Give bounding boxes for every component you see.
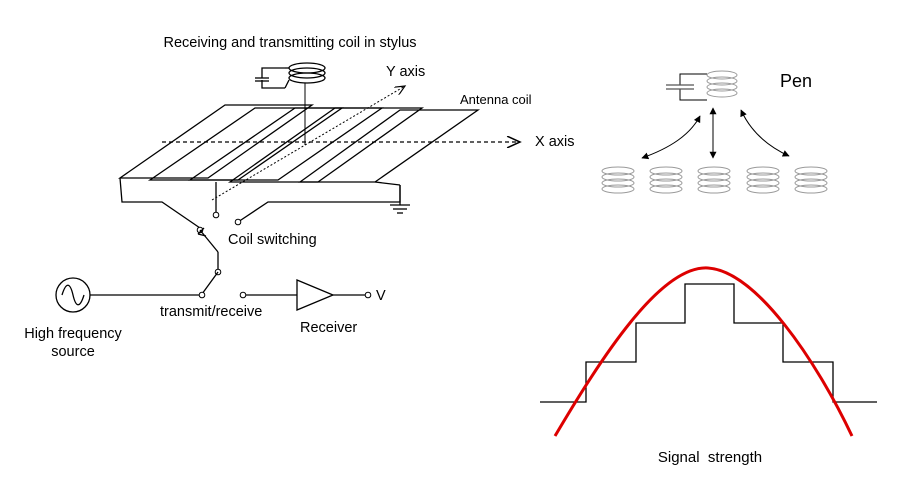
ground-icon (390, 185, 410, 214)
pen-label: Pen (780, 71, 812, 91)
antenna-coil-grid (117, 104, 481, 229)
tablet-coil-icon (601, 166, 635, 194)
antenna-loop-2 (147, 107, 345, 181)
signal-strength-label: Signal strength (658, 449, 762, 466)
pen-arrow-right (740, 109, 790, 157)
axes-group: X axis Y axis Antenna coil (162, 64, 575, 201)
antenna-bus-left (119, 177, 201, 229)
y-axis-label: Y axis (386, 64, 425, 80)
antenna-loop-5 (297, 109, 481, 183)
antenna-bus-right (237, 185, 401, 223)
x-axis-label: X axis (535, 134, 575, 150)
tr-switch-arm (201, 271, 219, 295)
amplifier-triangle-icon (296, 279, 335, 311)
pen-capacitor-icon (666, 73, 707, 101)
stylus-capacitor-icon (255, 67, 285, 89)
tablet-coil-icon (697, 166, 731, 194)
pen-coil-icon (706, 70, 738, 98)
hf-source-group: High frequency source (24, 277, 199, 360)
y-axis-line (211, 86, 405, 201)
tablet-coil-icon (649, 166, 683, 194)
receiver-label: Receiver (300, 320, 357, 336)
hf-source-label-line1: High frequency (24, 326, 122, 342)
antenna-loop-4 (227, 107, 425, 183)
coil-switching-label: Coil switching (228, 232, 317, 248)
stylus-coil-icon (284, 62, 326, 145)
pen-arrow-left (641, 115, 701, 160)
tablet-coil-icon (746, 166, 780, 194)
signal-step-trace (540, 283, 877, 403)
signal-strength-curve (553, 266, 854, 437)
tablet-coil-icon (794, 166, 828, 194)
receiver-group: V Receiver (239, 279, 386, 336)
switch-arm (199, 229, 219, 253)
sine-wave-source-icon (55, 277, 91, 313)
receiver-output-node (364, 291, 372, 299)
output-v-label: V (376, 288, 386, 304)
stylus-coil-label: Receiving and transmitting coil in stylu… (163, 35, 416, 51)
signal-strength-plot: Signal strength (540, 266, 877, 466)
transmit-receive-label: transmit/receive (160, 304, 262, 320)
switch-contact-1 (212, 211, 220, 219)
receiver-input-node (239, 291, 247, 299)
pen-group: Pen (601, 70, 828, 194)
stylus-coil-group: Receiving and transmitting coil in stylu… (163, 35, 417, 145)
antenna-loop-1 (117, 104, 315, 179)
coil-switching-group: Coil switching transmit/receive (160, 211, 317, 320)
antenna-coil-label: Antenna coil (460, 92, 532, 107)
hf-source-label-line2: source (51, 344, 95, 360)
tr-switch-pivot (198, 291, 206, 299)
switch-contact-2 (234, 218, 242, 226)
tablet-coil-row (601, 166, 828, 194)
